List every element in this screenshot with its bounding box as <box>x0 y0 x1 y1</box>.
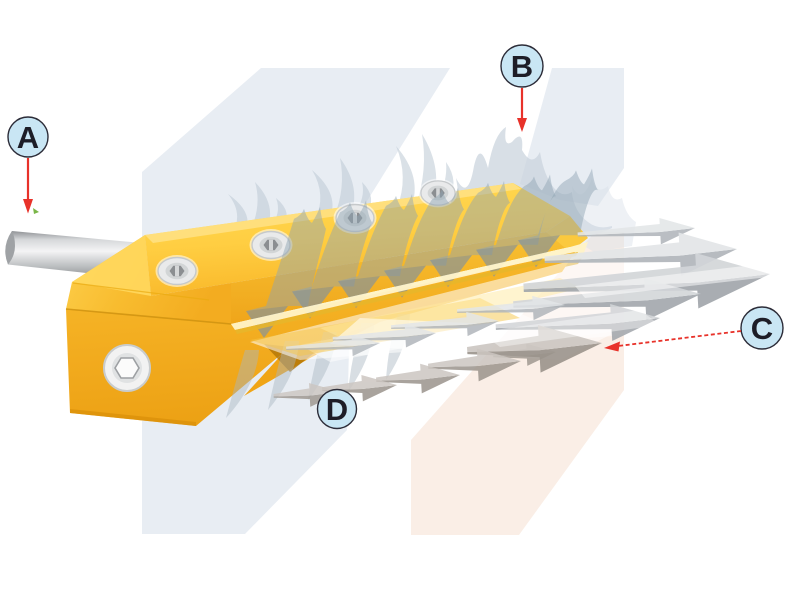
svg-text:B: B <box>511 49 533 84</box>
svg-text:D: D <box>326 392 348 427</box>
svg-text:C: C <box>751 311 773 346</box>
svg-text:A: A <box>17 120 39 155</box>
